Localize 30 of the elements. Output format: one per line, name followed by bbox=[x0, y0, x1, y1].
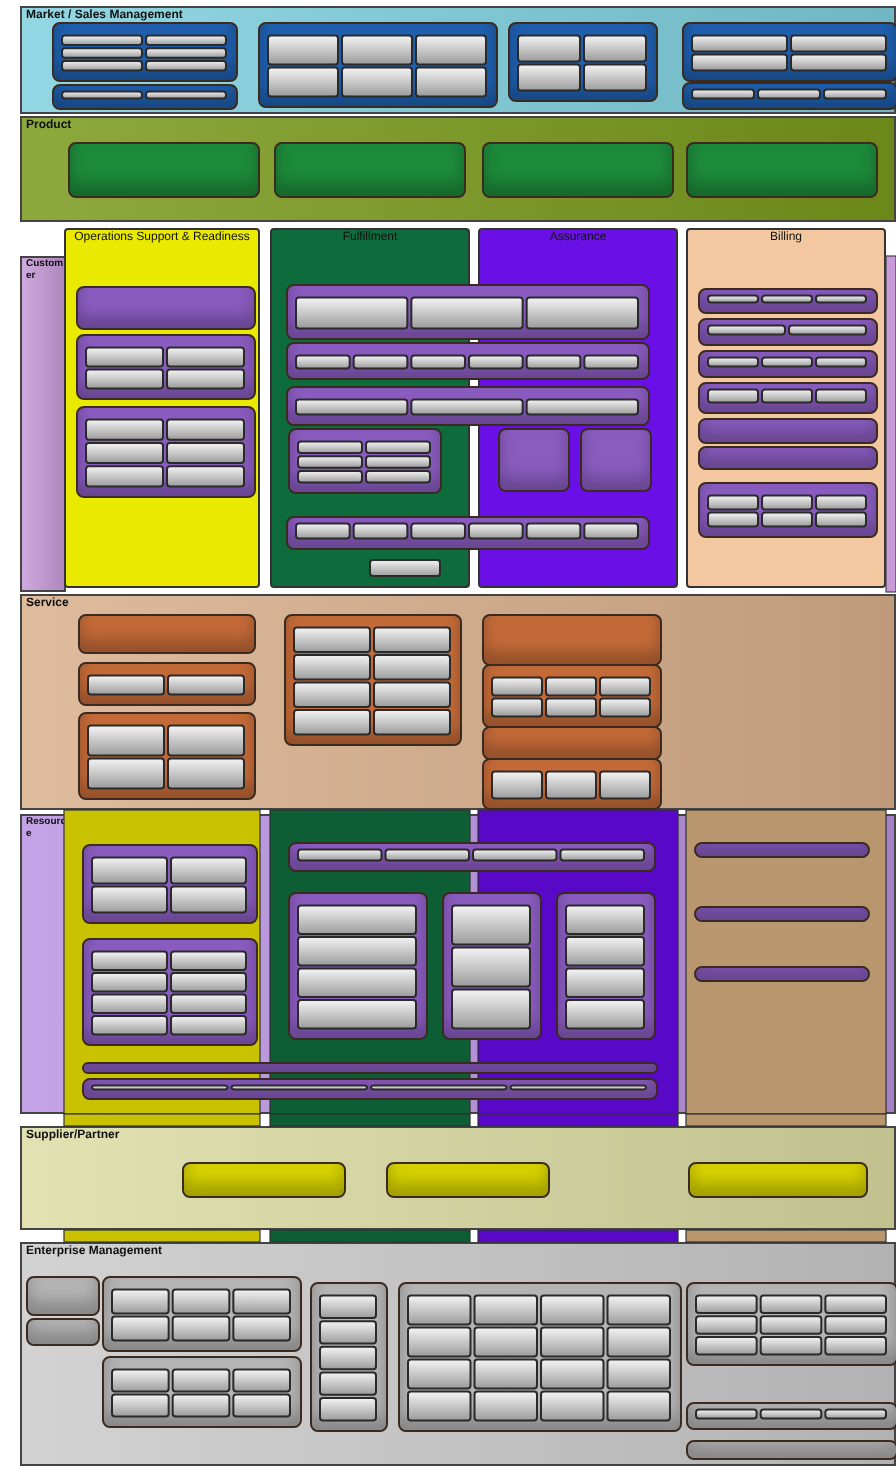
component-box bbox=[482, 726, 662, 760]
component-box bbox=[498, 428, 570, 492]
component-box bbox=[482, 614, 662, 666]
component-box bbox=[76, 286, 256, 330]
layer-band bbox=[20, 1242, 896, 1466]
component-box bbox=[68, 142, 260, 198]
layer-band bbox=[20, 594, 896, 810]
component-box bbox=[274, 142, 466, 198]
layer-band bbox=[20, 116, 896, 222]
component-box bbox=[686, 1440, 896, 1460]
component-box bbox=[82, 1062, 658, 1074]
component-box bbox=[78, 614, 256, 654]
component-box bbox=[580, 428, 652, 492]
component-box bbox=[698, 446, 878, 470]
component-box bbox=[686, 142, 878, 198]
layer-band bbox=[20, 6, 896, 114]
component-box bbox=[26, 1318, 100, 1346]
layer-band bbox=[20, 1126, 896, 1230]
component-box bbox=[698, 418, 878, 444]
component-box bbox=[182, 1162, 346, 1198]
component-box bbox=[482, 142, 674, 198]
column-band bbox=[686, 228, 886, 588]
component-box bbox=[26, 1276, 100, 1316]
layer-band bbox=[20, 256, 66, 592]
component-box bbox=[694, 906, 870, 922]
component-box bbox=[386, 1162, 550, 1198]
component-box bbox=[694, 842, 870, 858]
column-band bbox=[64, 228, 260, 588]
component-box bbox=[688, 1162, 868, 1198]
component-box bbox=[694, 966, 870, 982]
